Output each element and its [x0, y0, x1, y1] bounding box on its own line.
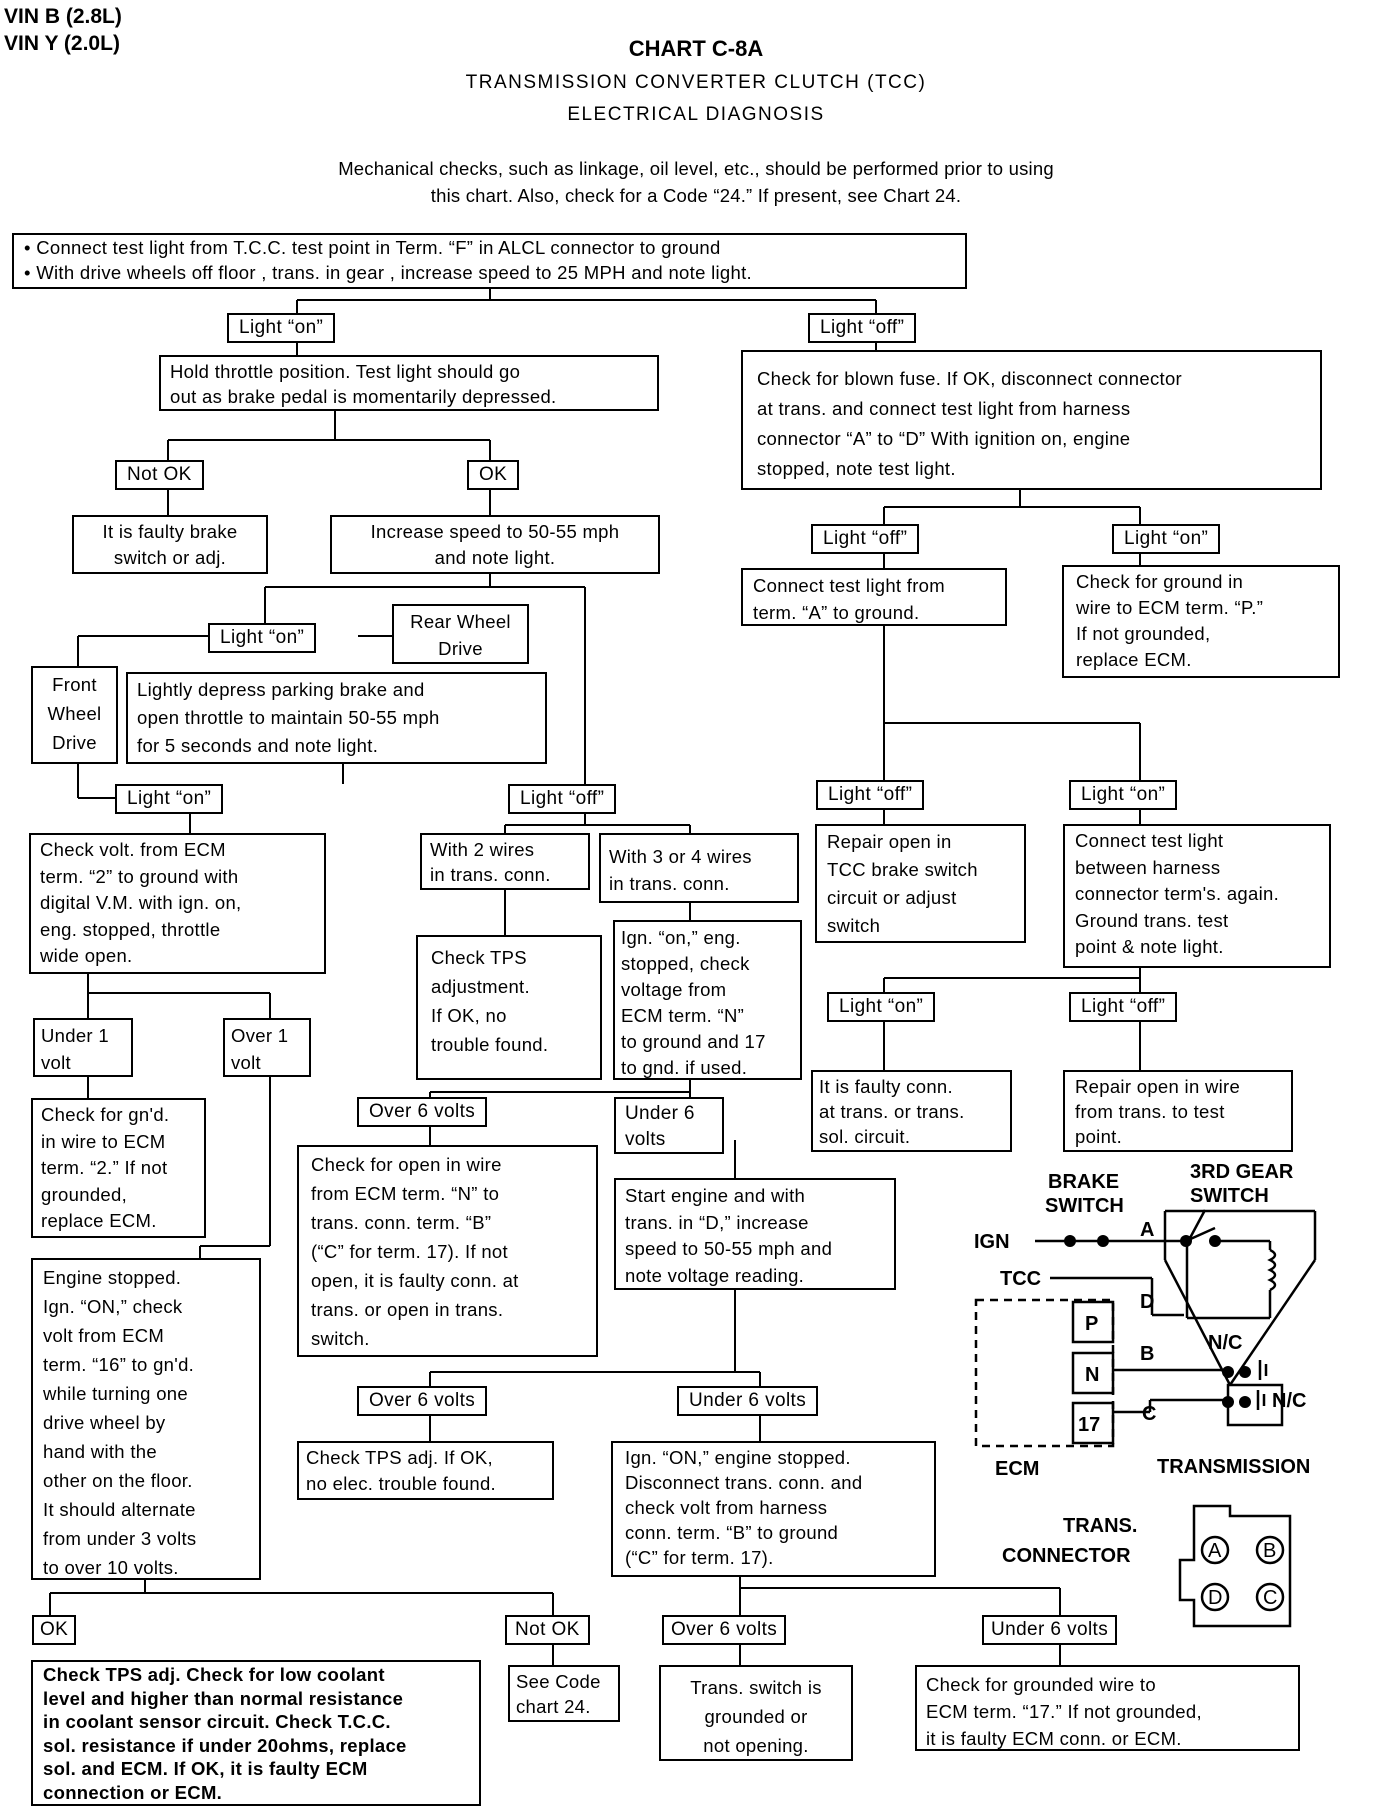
engine-stopped-term16-box: Engine stopped. Ign. “ON,” check volt fr… — [31, 1258, 261, 1580]
terminal-c-label: C — [1142, 1403, 1156, 1425]
terminal-d-label: D — [1140, 1291, 1154, 1313]
ecm-label: ECM — [995, 1458, 1039, 1480]
trans-connector-diagram: TRANS. CONNECTOR A B D C — [1002, 1504, 1292, 1628]
check-grounded-wire-term17-box: Check for grounded wire to ECM term. “17… — [915, 1665, 1300, 1751]
repair-tcc-brake-switch-box: Repair open in TCC brake switch circuit … — [815, 824, 1026, 943]
start-instructions-box: • Connect test light from T.C.C. test po… — [12, 233, 967, 289]
vin-y-label: VIN Y (2.0L) — [4, 32, 120, 55]
check-blown-fuse-box: Check for blown fuse. If OK, disconnect … — [741, 350, 1322, 490]
check-volt-ecm-term2-box: Check volt. from ECM term. “2” to ground… — [29, 833, 326, 974]
label-light-on-2: Light “on” — [208, 623, 317, 653]
label-light-on-5: Light “on” — [1069, 780, 1178, 810]
disconnect-trans-conn-box: Ign. “ON,” engine stopped. Disconnect tr… — [611, 1441, 936, 1577]
vin-b-label: VIN B (2.8L) — [4, 5, 122, 28]
tcc-wiring-schematic: BRAKE SWITCH 3RD GEAR SWITCH IGN TCC P N… — [974, 1161, 1317, 1480]
nc-label-1: N/C — [1208, 1332, 1242, 1354]
start-engine-box: Start engine and with trans. in “D,” inc… — [614, 1178, 896, 1290]
three-four-wires-box: With 3 or 4 wires in trans. conn. — [599, 833, 799, 903]
ecm-pin-17: 17 — [1078, 1414, 1100, 1436]
increase-speed-box: Increase speed to 50-55 mph and note lig… — [330, 515, 660, 574]
parking-brake-box: Lightly depress parking brake and open t… — [126, 672, 547, 764]
label-light-on-3: Light “on” — [115, 784, 224, 814]
connector-pin-d: D — [1208, 1587, 1222, 1609]
hold-throttle-box: Hold throttle position. Test light shoul… — [159, 355, 659, 411]
rear-wheel-drive-box: Rear Wheel Drive — [392, 604, 529, 664]
trans-connector-label-1: TRANS. — [1063, 1515, 1137, 1537]
label-light-on-1: Light “on” — [227, 313, 336, 343]
ign-label: IGN — [974, 1231, 1010, 1253]
label-light-off-2: Light “off” — [808, 313, 917, 343]
chart-subtitle-1: TRANSMISSION CONVERTER CLUTCH (TCC) — [465, 72, 927, 93]
trans-connector-label-2: CONNECTOR — [1002, 1545, 1131, 1567]
label-light-off-5: Light “off” — [1069, 992, 1178, 1022]
faulty-conn-sol-circuit-box: It is faulty conn. at trans. or trans. s… — [811, 1070, 1012, 1152]
connect-test-light-again-box: Connect test light between harness conne… — [1063, 824, 1331, 968]
check-tps-no-elec-box: Check TPS adj. If OK, no elec. trouble f… — [297, 1441, 554, 1500]
chart-title: CHART C-8A — [628, 36, 764, 61]
label-under-6-volts-1: Under 6 volts — [614, 1097, 724, 1154]
faulty-brake-switch-box: It is faulty brake switch or adj. — [72, 515, 268, 574]
under-1-volt-box: Under 1 volt — [33, 1018, 133, 1077]
terminal-a-label: A — [1140, 1219, 1154, 1241]
third-gear-switch-label-1: 3RD GEAR — [1190, 1161, 1294, 1183]
check-tps-low-coolant-box: Check TPS adj. Check for low coolant lev… — [31, 1660, 481, 1806]
label-light-on-6: Light “on” — [827, 992, 936, 1022]
ecm-pin-n: N — [1085, 1364, 1099, 1386]
third-gear-switch-label-2: SWITCH — [1190, 1185, 1269, 1207]
check-ground-wire-term2-box: Check for gn'd. in wire to ECM term. “2.… — [31, 1098, 206, 1238]
label-ok-2: OK — [32, 1615, 77, 1645]
terminal-b-label: B — [1140, 1343, 1154, 1365]
label-light-on-4: Light “on” — [1112, 524, 1221, 554]
ecm-pin-p: P — [1085, 1313, 1098, 1335]
connect-term-a-ground-box: Connect test light from term. “A” to gro… — [741, 568, 1007, 626]
label-not-ok-2: Not OK — [505, 1615, 590, 1645]
tcc-label: TCC — [1000, 1268, 1041, 1290]
connector-pin-c: C — [1263, 1587, 1277, 1609]
intro-note-line-1: Mechanical checks, such as linkage, oil … — [338, 158, 1054, 179]
label-over-6-volts-1: Over 6 volts — [357, 1097, 488, 1127]
check-ground-term-p-box: Check for ground in wire to ECM term. “P… — [1062, 565, 1340, 678]
brake-switch-label-2: SWITCH — [1045, 1195, 1124, 1217]
label-light-off-4: Light “off” — [816, 780, 925, 810]
label-under-6-volts-2: Under 6 volts — [677, 1386, 819, 1416]
see-code-24-box: See Code chart 24. — [508, 1665, 620, 1722]
check-open-wire-term-n-box: Check for open in wire from ECM term. “N… — [297, 1145, 598, 1357]
transmission-label: TRANSMISSION — [1157, 1456, 1310, 1478]
brake-switch-label-1: BRAKE — [1048, 1171, 1119, 1193]
ign-on-check-term-n-box: Ign. “on,” eng. stopped, check voltage f… — [613, 920, 802, 1080]
connector-pin-b: B — [1263, 1540, 1276, 1562]
connector-pin-a: A — [1208, 1540, 1222, 1562]
label-under-6-volts-3: Under 6 volts — [982, 1615, 1118, 1645]
intro-note-line-2: this chart. Also, check for a Code “24.”… — [430, 185, 962, 206]
label-light-off-1: Light “off” — [508, 784, 617, 814]
front-wheel-drive-box: Front Wheel Drive — [31, 666, 118, 764]
repair-open-wire-test-point-box: Repair open in wire from trans. to test … — [1063, 1070, 1293, 1152]
check-tps-adjustment-box: Check TPS adjustment. If OK, no trouble … — [416, 935, 602, 1080]
over-1-volt-box: Over 1 volt — [223, 1018, 311, 1077]
two-wires-box: With 2 wires in trans. conn. — [420, 833, 590, 890]
trans-switch-grounded-box: Trans. switch is grounded or not opening… — [659, 1665, 853, 1761]
label-ok-1: OK — [467, 460, 520, 490]
label-over-6-volts-2: Over 6 volts — [357, 1386, 488, 1416]
label-light-off-3: Light “off” — [811, 524, 920, 554]
label-not-ok-1: Not OK — [115, 460, 204, 490]
label-over-6-volts-3: Over 6 volts — [662, 1615, 787, 1645]
chart-subtitle-2: ELECTRICAL DIAGNOSIS — [567, 104, 825, 125]
nc-label-2: N/C — [1272, 1390, 1306, 1412]
